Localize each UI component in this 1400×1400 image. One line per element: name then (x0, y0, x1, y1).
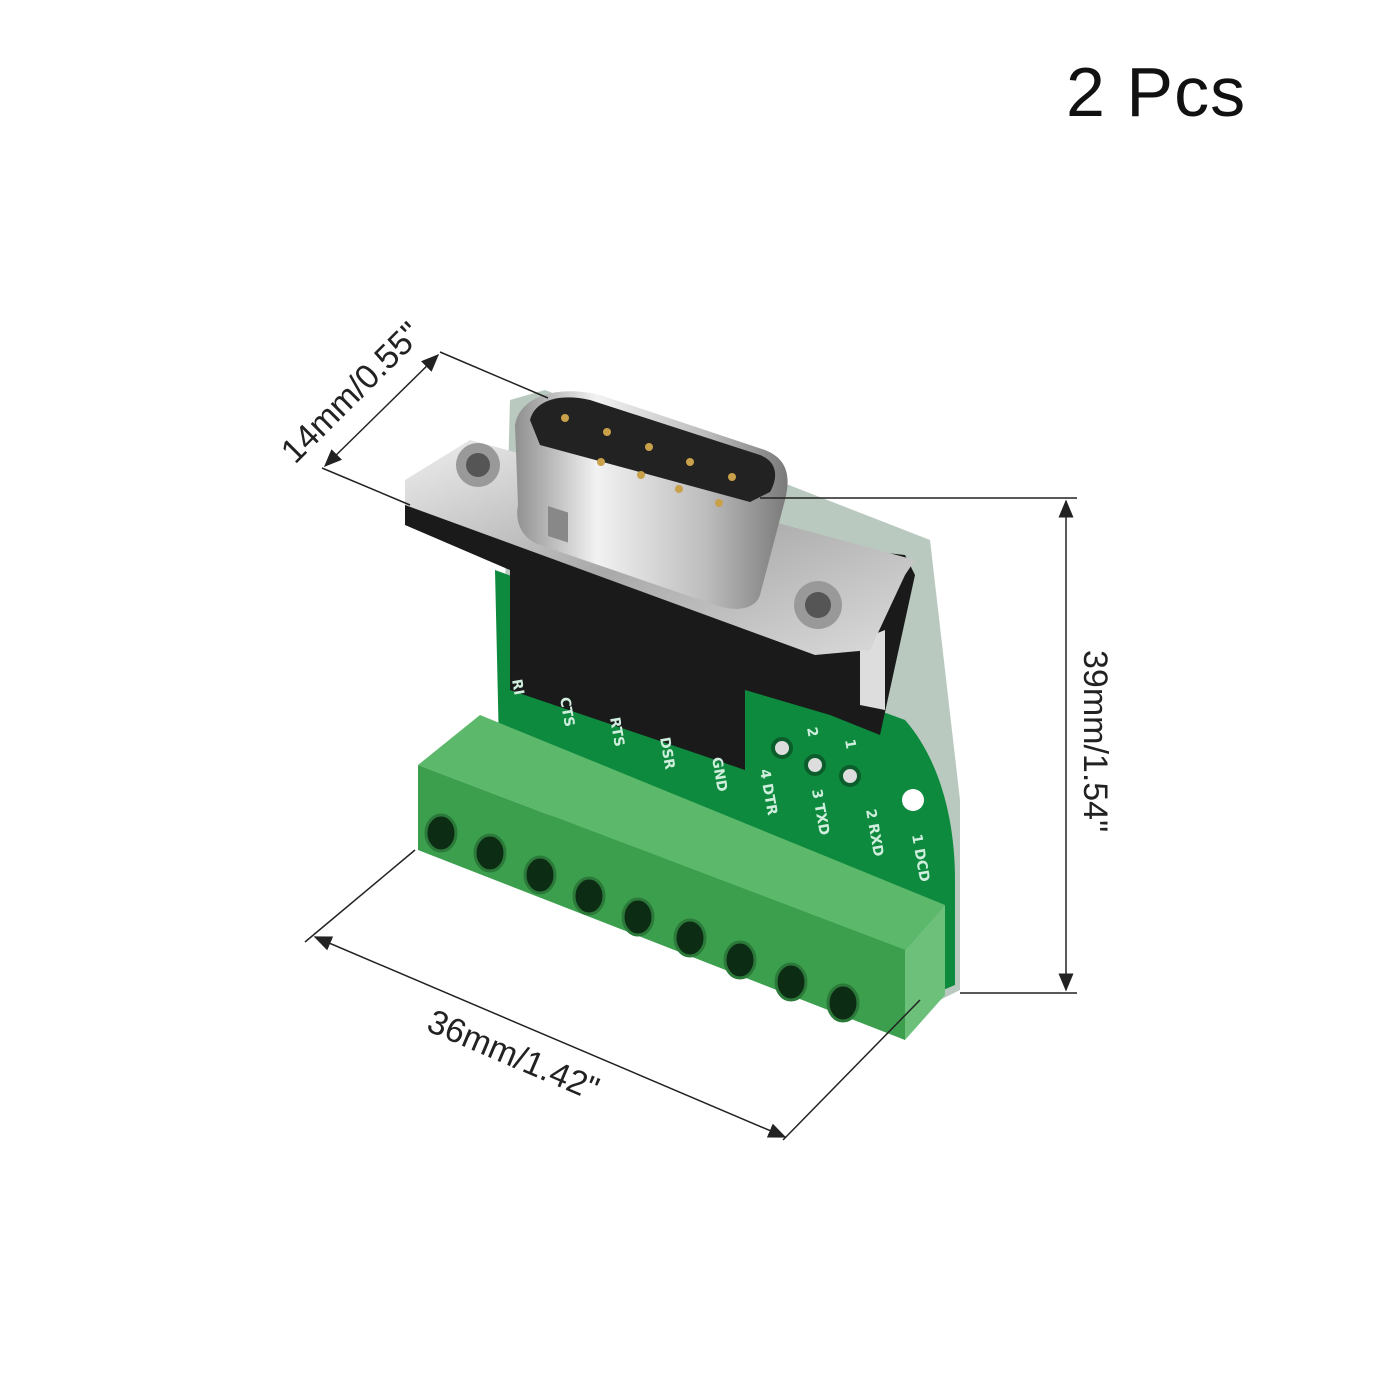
pcb-label-ri: RI (508, 678, 527, 697)
pcb-label-txd: 3 TXD (808, 788, 832, 837)
pcb-label-cts: CTS (556, 696, 577, 728)
pcb-label-gnd: GND (708, 756, 730, 793)
dimension-depth (321, 351, 549, 506)
pcb-label-rts: RTS (606, 716, 627, 748)
dimension-height (760, 497, 1077, 994)
height-dimension-label: 39mm/1.54" (1076, 650, 1114, 832)
pcb-label-dsr: DSR (656, 736, 677, 771)
quantity-title: 2 Pcs (1066, 53, 1247, 131)
dimension-width (304, 849, 921, 1141)
width-dimension-label: 36mm/1.42" (422, 1002, 605, 1108)
db9-shell (515, 391, 788, 609)
pcb-pin-number-1: 1 (841, 738, 858, 750)
depth-dimension-label: 14mm/0.55" (274, 315, 430, 471)
pcb-pin-number-2: 2 (803, 726, 820, 738)
connector-pins (561, 414, 736, 507)
